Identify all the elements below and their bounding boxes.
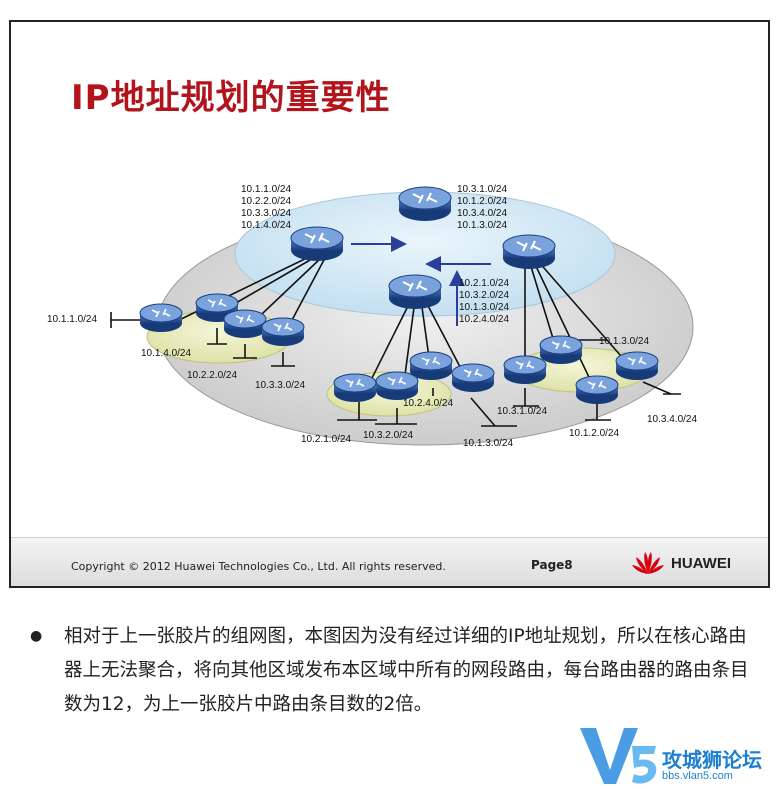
core-left-route-list: 10.1.1.0/24 10.2.2.0/24 10.3.3.0/24 10.1… <box>241 184 291 232</box>
network-label: 10.1.3.0/24 <box>463 438 514 449</box>
routers <box>139 186 659 404</box>
copyright-text: Copyright © 2012 Huawei Technologies Co.… <box>71 560 446 573</box>
route-label: 10.2.2.0/24 <box>241 196 292 207</box>
route-label: 10.2.4.0/24 <box>459 314 510 325</box>
router-icon <box>398 186 452 221</box>
bullet-dot-icon: ● <box>30 628 43 644</box>
network-label: 10.1.3.0/24 <box>599 336 650 347</box>
router-icon <box>290 226 344 261</box>
brand-name: HUAWEI <box>671 554 731 572</box>
watermark-title: 攻城狮论坛 <box>662 748 762 772</box>
network-label: 10.1.2.0/24 <box>569 428 620 439</box>
network-label: 10.3.4.0/24 <box>647 414 698 425</box>
router-icon <box>503 355 547 384</box>
network-label: 10.2.2.0/24 <box>187 370 238 381</box>
router-icon <box>388 274 442 309</box>
route-label: 10.3.3.0/24 <box>241 208 292 219</box>
route-label: 10.1.3.0/24 <box>457 220 508 231</box>
route-label: 10.2.1.0/24 <box>459 278 510 289</box>
slide: IP地址规划的重要性 <box>9 20 770 588</box>
route-label: 10.1.1.0/24 <box>241 184 292 195</box>
route-label: 10.3.1.0/24 <box>457 184 508 195</box>
router-icon <box>375 371 419 400</box>
huawei-logo: HUAWEI <box>631 550 731 576</box>
router-icon <box>451 363 495 392</box>
network-label: 10.3.2.0/24 <box>363 430 414 441</box>
slide-title: IP地址规划的重要性 <box>71 78 391 118</box>
router-icon <box>615 351 659 380</box>
slide-footer: Copyright © 2012 Huawei Technologies Co.… <box>11 537 768 586</box>
route-label: 10.1.3.0/24 <box>459 302 510 313</box>
network-label: 10.3.1.0/24 <box>497 406 548 417</box>
network-label: 10.2.4.0/24 <box>403 398 454 409</box>
network-label: 10.1.1.0/24 <box>47 314 98 325</box>
router-icon <box>539 335 583 364</box>
network-label: 10.1.4.0/24 <box>141 348 192 359</box>
router-icon <box>409 351 453 380</box>
route-label: 10.1.4.0/24 <box>241 220 292 231</box>
router-icon <box>502 234 556 269</box>
network-label: 10.3.3.0/24 <box>255 380 306 391</box>
watermark-url: bbs.vlan5.com <box>662 770 733 782</box>
router-icon <box>139 303 183 332</box>
core-top-route-list: 10.3.1.0/24 10.1.2.0/24 10.3.4.0/24 10.1… <box>457 184 507 232</box>
vlan5-logo <box>580 728 657 784</box>
router-icon <box>261 317 305 346</box>
page-number: Page8 <box>531 558 573 572</box>
bullet-text: 相对于上一张胶片的组网图，本图因为没有经过详细的IP地址规划，所以在核心路由器上… <box>64 626 749 715</box>
network-diagram <box>110 186 694 446</box>
route-label: 10.1.2.0/24 <box>457 196 508 207</box>
router-icon <box>223 309 267 338</box>
route-label: 10.3.4.0/24 <box>457 208 508 219</box>
core-center-route-list: 10.2.1.0/24 10.3.2.0/24 10.1.3.0/24 10.2… <box>459 278 509 326</box>
network-label: 10.2.1.0/24 <box>301 434 352 445</box>
router-icon <box>333 373 377 402</box>
route-label: 10.3.2.0/24 <box>459 290 510 301</box>
router-icon <box>575 375 619 404</box>
huawei-flower-icon <box>632 552 664 574</box>
